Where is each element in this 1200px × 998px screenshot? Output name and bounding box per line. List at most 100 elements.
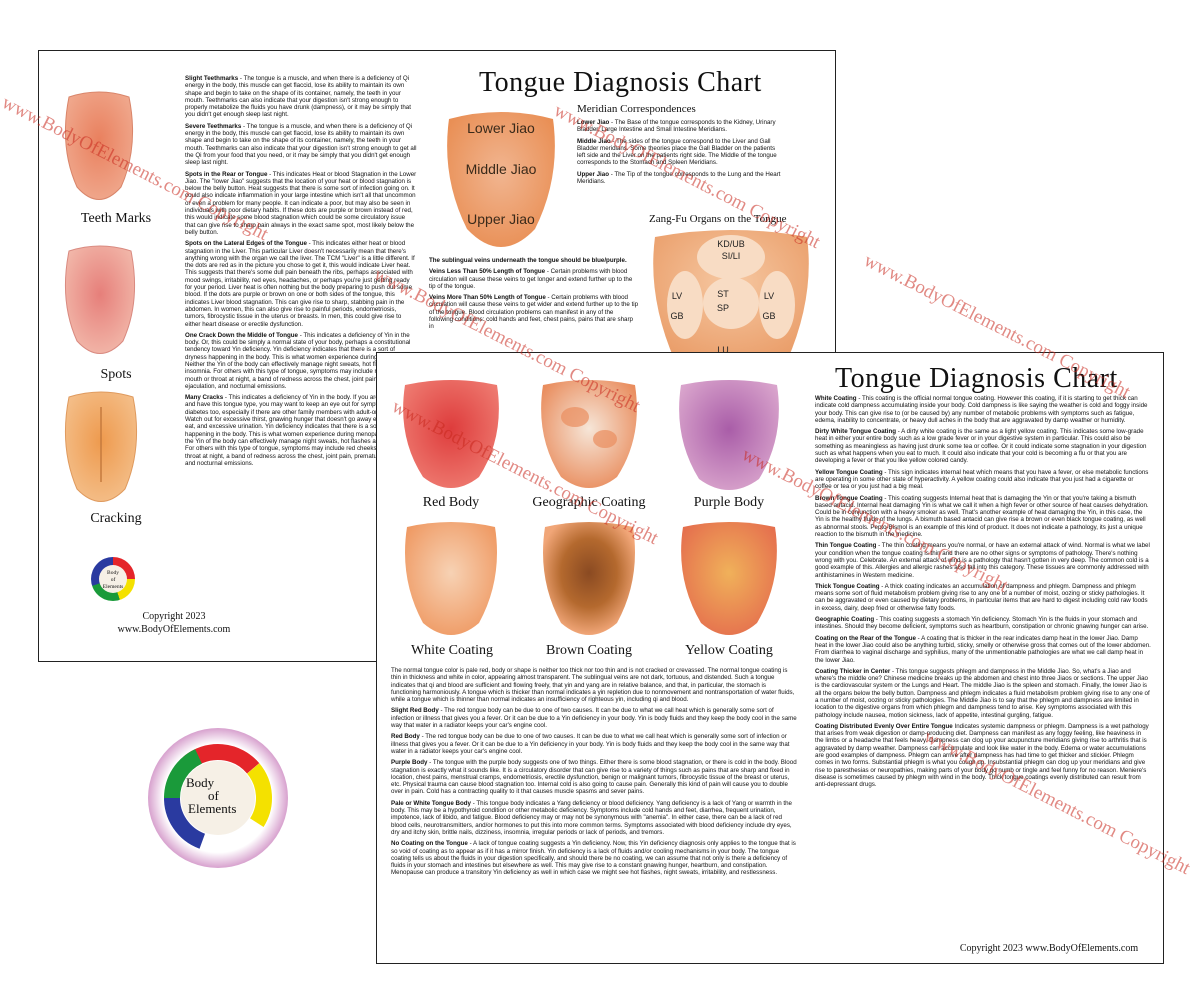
section-body: - The thin coating means you're normal, … [815, 542, 1150, 579]
text-section: Many Cracks - This indicates a deficienc… [185, 394, 417, 467]
spots-tongue-image [59, 241, 141, 361]
zangfu-lv-right-label: LV [763, 291, 775, 301]
section-heading: Coating Distributed Evenly Over Entire T… [815, 722, 953, 730]
section-heading: Veins Less Than 50% Length of Tongue [429, 268, 546, 276]
cracking-label: Cracking [90, 511, 142, 526]
section-heading: No Coating on the Tongue [391, 840, 468, 848]
text-section: White Coating - This coating is the offi… [815, 395, 1151, 424]
section-body: - The Tip of the tongue corresponds to t… [577, 170, 781, 186]
section-body: - A dirty white coating is the same as a… [815, 428, 1147, 465]
section-body: - This indicates Heat or blood Stagnatio… [185, 170, 417, 236]
section-body: - A thick coating indicates an accumulat… [815, 582, 1148, 612]
yellow-coating-tongue-image [675, 519, 783, 639]
section-heading: Geographic Coating [815, 616, 875, 624]
white-coating-label: White Coating [410, 643, 494, 658]
text-section: Thick Tongue Coating - A thick coating i… [815, 583, 1151, 612]
section-body: - The tongue is a muscle, and when there… [185, 75, 411, 119]
text-section: Brown Tongue Coating - This coating sugg… [815, 495, 1151, 539]
back-chart-title: Tongue Diagnosis Chart [479, 67, 762, 98]
text-section: Geographic Coating - This coating sugges… [815, 616, 1151, 631]
text-section: Thin Tongue Coating - The thin coating m… [815, 542, 1151, 578]
brown-coating-label: Brown Coating [546, 643, 632, 658]
text-section: Middle Jiao - The sides of the tongue co… [577, 138, 783, 167]
body-of-elements-small-logo: Body of Elements [91, 557, 135, 601]
section-body: - This coating suggests a stomach Yin de… [815, 616, 1149, 631]
yellow-coating-label: Yellow Coating [685, 643, 773, 658]
front-right-text-column: White Coating - This coating is the offi… [815, 395, 1151, 941]
section-heading: Coating on the Rear of the Tongue [815, 634, 916, 642]
section-heading: Red Body [391, 733, 420, 741]
text-section: Purple Body - The tongue with the purple… [391, 759, 797, 795]
upper-jiao-label: Upper Jiao [467, 211, 535, 227]
section-heading: White Coating [815, 395, 857, 402]
lower-jiao-label: Lower Jiao [467, 120, 535, 136]
text-section: Coating on the Rear of the Tongue - A co… [815, 635, 1151, 664]
section-heading: Lower Jiao [577, 119, 610, 126]
text-section: Veins Less Than 50% Length of Tongue - C… [429, 268, 639, 290]
text-section: Yellow Tongue Coating - This sign indica… [815, 469, 1151, 491]
section-body: - The tongue is a muscle, and when there… [185, 122, 417, 167]
text-section: Lower Jiao - The Base of the tongue corr… [577, 119, 783, 134]
front-chart-title: Tongue Diagnosis Chart [835, 363, 1118, 394]
zangfu-st-label: ST [717, 289, 729, 299]
front-left-text-column: The normal tongue color is pale red, bod… [391, 667, 797, 955]
small-logo-line2: of [110, 577, 116, 583]
zangfu-gb-right-label: GB [762, 311, 776, 321]
section-body: - Certain problems with blood circulatio… [429, 268, 633, 290]
text-section: Slight Red Body - The red tongue body ca… [391, 707, 797, 729]
section-body: - This coating suggests Internal heat th… [815, 494, 1149, 539]
middle-jiao-label: Middle Jiao [465, 161, 537, 177]
back-copyright: Copyright 2023 [142, 611, 206, 622]
white-coating-tongue-image [399, 519, 503, 639]
text-section: Severe Teethmarks - The tongue is a musc… [185, 123, 417, 167]
meridian-heading: Meridian Correspondences [577, 103, 696, 115]
text-section: Upper Jiao - The Tip of the tongue corre… [577, 171, 783, 186]
section-heading: Veins More Than 50% Length of Tongue [429, 294, 546, 302]
section-body: - This tongue body indicates a Yang defi… [391, 799, 793, 836]
section-body: - Certain problems with blood circulatio… [429, 294, 639, 331]
geographic-coating-tongue-image [535, 377, 643, 491]
section-body: - This coating is the official normal to… [815, 395, 1148, 424]
sublingual-veins-text: The sublingual veins underneath the tong… [429, 257, 639, 351]
zangfu-gb-left-label: GB [670, 311, 684, 321]
purple-body-label: Purple Body [693, 495, 765, 510]
section-heading: Brown Tongue Coating [815, 494, 883, 502]
section-body: - This indicates either heat or blood st… [185, 240, 415, 328]
back-text-column: Slight Teethmarks - The tongue is a musc… [185, 75, 417, 635]
cracking-tongue-image [59, 387, 143, 509]
section-body: - This tongue suggests phlegm and dampne… [815, 667, 1150, 719]
meridian-tongue-image [441, 107, 561, 257]
large-logo-line2: of [208, 788, 219, 803]
intro-paragraph: The normal tongue color is pale red, bod… [391, 667, 795, 704]
teeth-marks-tongue-image [59, 87, 139, 207]
section-body: - This sign indicates internal heat whic… [815, 468, 1149, 491]
text-section: Slight Teethmarks - The tongue is a musc… [185, 75, 417, 119]
section-heading: Yellow Tongue Coating [815, 468, 883, 476]
spots-label: Spots [100, 367, 132, 382]
geographic-coating-label: Geographic Coating [532, 495, 646, 510]
section-heading: One Crack Down the Middle of Tongue [185, 331, 298, 339]
section-heading: Pale or White Tongue Body [391, 799, 471, 807]
section-heading: Upper Jiao [577, 170, 609, 178]
text-section: Spots in the Rear or Tongue - This indic… [185, 171, 417, 237]
text-section: Veins More Than 50% Length of Tongue - C… [429, 294, 639, 330]
text-section: Spots on the Lateral Edges of the Tongue… [185, 240, 417, 328]
section-heading: Spots in the Rear or Tongue [185, 170, 268, 178]
text-section: Red Body - The red tongue body can be du… [391, 733, 797, 755]
section-heading: Middle Jiao [577, 137, 611, 145]
text-section: Pale or White Tongue Body - This tongue … [391, 800, 797, 836]
front-copyright: Copyright 2023 www.BodyOfElements.com [959, 943, 1139, 954]
section-heading: The sublingual veins underneath the tong… [429, 257, 627, 264]
section-heading: Severe Teethmarks [185, 122, 242, 130]
zangfu-si-li-label: SI/LI [721, 251, 741, 261]
text-section: Coating Thicker in Center - This tongue … [815, 668, 1151, 719]
section-body: - The Base of the tongue corresponds to … [577, 119, 776, 134]
section-heading: Many Cracks [185, 394, 224, 402]
purple-body-tongue-image [673, 377, 785, 493]
section-heading: Slight Teethmarks [185, 75, 239, 82]
section-body: Indicates systemic dampness or phlegm. D… [815, 722, 1149, 789]
section-body: - The sides of the tongue correspond to … [577, 137, 777, 167]
zangfu-lv-left-label: LV [671, 291, 683, 301]
front-chart-sheet: Tongue Diagnosis Chart Red Body Geograph… [376, 352, 1164, 964]
zangfu-lu-label: LU [717, 345, 729, 355]
